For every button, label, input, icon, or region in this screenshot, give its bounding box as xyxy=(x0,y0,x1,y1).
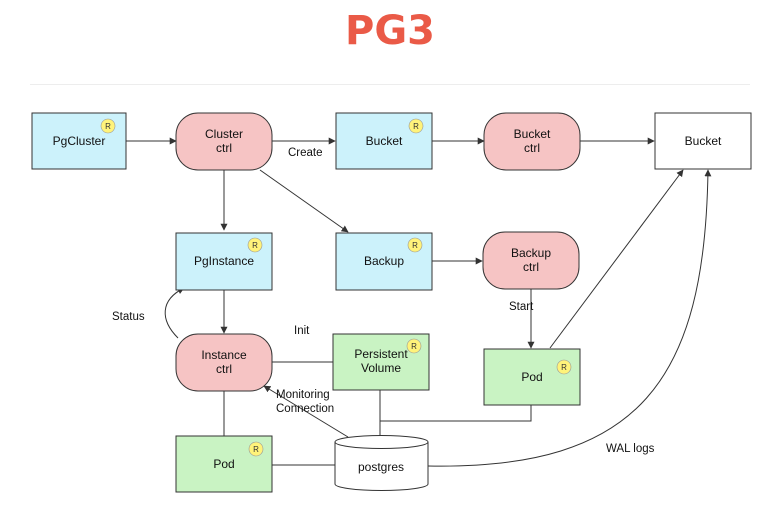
edges xyxy=(126,137,712,467)
node-pod-backup-label: Pod xyxy=(521,370,542,384)
edge-label-connection: Connection xyxy=(276,403,334,415)
edge-label-start: Start xyxy=(509,301,534,313)
node-cluster-ctrl-label-2: ctrl xyxy=(216,141,232,155)
node-cluster-ctrl[interactable]: Cluster ctrl xyxy=(175,112,273,171)
node-bucket-external[interactable]: Bucket xyxy=(654,112,752,170)
node-pod-instance-label: Pod xyxy=(213,457,234,471)
node-pgcluster-badge: R xyxy=(100,118,116,134)
node-bucket-resource-label: Bucket xyxy=(366,134,403,148)
node-pod-backup[interactable]: Pod R xyxy=(483,348,581,406)
node-backup-label: Backup xyxy=(364,254,404,268)
node-backup-ctrl-label-1: Backup xyxy=(511,246,551,260)
edge-label-status: Status xyxy=(112,311,145,323)
node-pginstance[interactable]: PgInstance R xyxy=(175,232,273,291)
node-backup-ctrl[interactable]: Backup ctrl xyxy=(482,231,580,290)
edge-postgres-monitoring-to-instance-ctrl xyxy=(263,385,349,438)
svg-text:R: R xyxy=(252,241,258,250)
node-bucket-resource[interactable]: Bucket R xyxy=(335,112,433,170)
page-title: PG3 xyxy=(345,8,435,54)
node-bucket-resource-badge: R xyxy=(408,118,424,134)
edge-label-wal-logs: WAL logs xyxy=(606,443,655,455)
node-bucket-ctrl-label-1: Bucket xyxy=(514,127,551,141)
node-cluster-ctrl-label-1: Cluster xyxy=(205,127,243,141)
node-postgres-label: postgres xyxy=(358,460,404,474)
node-persistent-volume-label-1: Persistent xyxy=(354,347,408,361)
edge-label-create: Create xyxy=(288,147,323,159)
edge-cluster-ctrl-to-backup xyxy=(259,169,349,233)
node-instance-ctrl-label-1: Instance xyxy=(201,348,247,362)
node-instance-ctrl-label-2: ctrl xyxy=(216,362,232,376)
node-backup-badge: R xyxy=(407,237,423,253)
node-pod-instance[interactable]: Pod R xyxy=(175,435,273,493)
svg-text:R: R xyxy=(105,122,111,131)
node-bucket-ctrl[interactable]: Bucket ctrl xyxy=(483,112,581,171)
edge-pod-backup-to-persistent-volume-line xyxy=(380,405,532,422)
node-bucket-external-label: Bucket xyxy=(685,134,722,148)
edge-pod-backup-to-bucket-external xyxy=(549,169,684,349)
node-bucket-ctrl-label-2: ctrl xyxy=(524,141,540,155)
svg-text:R: R xyxy=(413,122,419,131)
node-pgcluster-label: PgCluster xyxy=(53,134,106,148)
svg-text:R: R xyxy=(561,363,567,372)
svg-text:R: R xyxy=(253,445,259,454)
node-instance-ctrl[interactable]: Instance ctrl xyxy=(175,333,273,392)
node-persistent-volume-label-2: Volume xyxy=(361,361,401,375)
node-pginstance-label: PgInstance xyxy=(194,254,254,268)
node-pgcluster[interactable]: PgCluster R xyxy=(31,112,127,170)
node-backup-ctrl-label-2: ctrl xyxy=(523,260,539,274)
edge-label-init: Init xyxy=(294,325,310,337)
node-persistent-volume-badge: R xyxy=(406,338,422,354)
edge-label-monitoring: Monitoring xyxy=(276,389,330,401)
node-pginstance-badge: R xyxy=(247,237,263,253)
node-persistent-volume[interactable]: Persistent Volume R xyxy=(332,333,430,391)
svg-text:R: R xyxy=(412,241,418,250)
svg-text:R: R xyxy=(411,342,417,351)
title-divider xyxy=(30,84,750,85)
node-pod-instance-badge: R xyxy=(248,441,264,457)
node-postgres[interactable]: postgres xyxy=(334,435,429,491)
edge-instance-ctrl-status-to-pginstance xyxy=(164,287,185,339)
node-pod-backup-badge: R xyxy=(556,359,572,375)
edge-postgres-wal-logs-to-bucket-external xyxy=(427,169,712,467)
node-backup[interactable]: Backup R xyxy=(335,232,433,291)
